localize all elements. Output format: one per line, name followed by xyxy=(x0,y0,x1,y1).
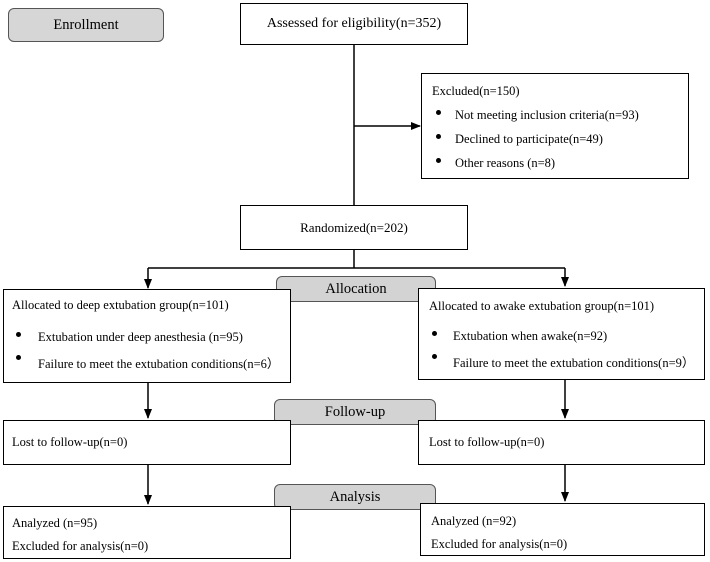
bullet-icon xyxy=(436,110,441,115)
bullet-icon xyxy=(16,355,21,360)
excluded-item: Other reasons (n=8) xyxy=(455,156,556,170)
deep-analysis-box: Analyzed (n=95) Excluded for analysis(n=… xyxy=(3,506,291,559)
deep-allocation-item: Extubation under deep anesthesia (n=95) xyxy=(38,330,243,344)
deep-excluded-analysis-label: Excluded for analysis(n=0) xyxy=(12,539,149,553)
randomized-label: Randomized(n=202) xyxy=(300,219,408,235)
awake-allocation-item: Failure to meet the extubation condition… xyxy=(453,356,695,370)
excluded-item: Not meeting inclusion criteria(n=93) xyxy=(455,108,639,122)
stage-analysis-label: Analysis xyxy=(329,488,381,505)
stage-allocation: Allocation xyxy=(276,276,436,302)
stage-followup-label: Follow-up xyxy=(324,403,386,420)
stage-enrollment: Enrollment xyxy=(8,8,164,42)
awake-excluded-analysis-label: Excluded for analysis(n=0) xyxy=(431,537,568,551)
stage-analysis: Analysis xyxy=(274,484,436,510)
awake-analyzed-label: Analyzed (n=92) xyxy=(431,514,517,528)
deep-analyzed-label: Analyzed (n=95) xyxy=(12,516,98,530)
assessed-box: Assessed for eligibility(n=352) xyxy=(240,3,468,45)
excluded-title: Excluded(n=150) xyxy=(432,84,520,98)
awake-allocation-item: Extubation when awake(n=92) xyxy=(453,329,608,343)
awake-followup-box: Lost to follow-up(n=0) xyxy=(418,420,705,465)
deep-allocation-title: Allocated to deep extubation group(n=101… xyxy=(12,298,229,312)
bullet-icon xyxy=(436,134,441,139)
awake-allocation-title: Allocated to awake extubation group(n=10… xyxy=(429,299,655,313)
deep-followup-box: Lost to follow-up(n=0) xyxy=(3,420,291,465)
stage-enrollment-label: Enrollment xyxy=(53,16,119,33)
stage-allocation-label: Allocation xyxy=(325,280,387,297)
awake-analysis-box: Analyzed (n=92) Excluded for analysis(n=… xyxy=(420,503,705,556)
excluded-item: Declined to participate(n=49) xyxy=(455,132,603,146)
bullet-icon xyxy=(432,331,437,336)
stage-followup: Follow-up xyxy=(274,399,436,425)
awake-allocation-box: Allocated to awake extubation group(n=10… xyxy=(418,288,705,380)
awake-lost-label: Lost to follow-up(n=0) xyxy=(429,435,545,449)
bullet-icon xyxy=(432,354,437,359)
deep-allocation-box: Allocated to deep extubation group(n=101… xyxy=(3,289,291,383)
assessed-label: Assessed for eligibility(n=352) xyxy=(266,16,442,31)
excluded-box: Excluded(n=150) Not meeting inclusion cr… xyxy=(421,73,689,179)
randomized-box: Randomized(n=202) xyxy=(240,205,468,250)
deep-lost-label: Lost to follow-up(n=0) xyxy=(12,435,128,449)
bullet-icon xyxy=(16,332,21,337)
deep-allocation-item: Failure to meet the extubation condition… xyxy=(38,357,280,371)
bullet-icon xyxy=(436,158,441,163)
